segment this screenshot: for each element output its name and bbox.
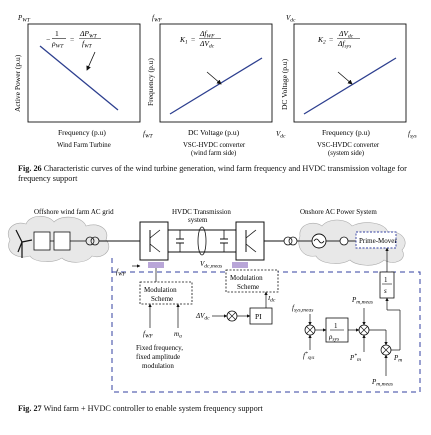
p-m-meas-label: Pm,meas [351,296,373,306]
onshore-cloud [298,219,406,266]
f-wf-label: fWF [116,268,127,278]
scheme-label-2: Scheme [237,283,259,291]
onshore-transformer-icon [283,236,298,246]
vsc-converter-wind-farm [139,221,169,261]
ylabel-2: Frequency (p.u) [146,58,155,106]
slope-arrow [206,71,222,85]
fixed-line-3: modulation [142,362,174,370]
ylabel-1: Active Power (p.u) [13,54,22,112]
ytop-1: PWT [17,14,31,24]
xend-2: Vdc [276,130,286,140]
svg-text:ΔfWF: ΔfWF [199,29,215,40]
svg-text:ρWT: ρWT [51,39,64,50]
svg-text:K1: K1 [179,35,188,46]
svg-text:1: 1 [384,276,388,284]
prime-mover-label: Prime-Mover [359,237,397,245]
label-hvdc-system: system [188,216,208,224]
modulation-label-1: Modulation [144,286,177,294]
i-dc-label: Idc [267,295,276,304]
subcaption-2a: VSC-HVDC converter [183,142,246,149]
dc-link [168,226,236,256]
p-m-label: Pm [393,354,402,364]
xend-1: fWT [143,130,154,140]
svg-text:Δfsys: Δfsys [337,39,351,50]
svg-text:ρsys: ρsys [328,333,339,343]
fig26-caption-label: Fig. 26 [18,164,42,173]
svg-text:=: = [191,35,195,44]
fig26-caption-text: Characteristic curves of the wind turbin… [18,164,407,183]
svg-text:=: = [329,35,333,44]
svg-text:ΔPWT: ΔPWT [79,29,98,40]
modulation-scheme-wind-farm [139,281,193,305]
label-onshore: Onshore AC Power System [300,208,377,216]
slope-arrow [86,51,96,71]
ytop-3: Vdc [286,14,296,24]
label-hvdc: HVDC Transmission [172,208,231,216]
fig27-caption: Fig. 27 Wind farm + HVDC controller to e… [18,404,418,414]
p-m-meas2-label: Pm,meas [371,378,393,388]
subcaption-3a: VSC-HVDC converter [317,142,380,149]
modulation-scheme-system [225,269,279,293]
fixed-line-2: fixed amplitude [136,353,180,361]
label-offshore: Offshore wind farm AC grid [34,208,114,216]
equation-3: K2 = ΔVdc Δfsys [317,29,360,50]
f-sys-meas-label: fsys,meas [292,304,313,314]
equation-2: K1 = ΔfWF ΔVdc [179,29,221,50]
fig26-caption: Fig. 26 Characteristic curves of the win… [18,164,418,184]
delta-v-dc-label: ΔVdc [195,312,210,322]
svg-text:ΔVdc: ΔVdc [338,29,354,40]
ytop-2: fWF [152,14,163,24]
equation-1: − 1 ρWT = ΔPWT fWT [46,29,101,50]
characteristic-line [169,57,263,115]
svg-text:−: − [46,35,50,44]
svg-text:=: = [70,35,74,44]
subcaption-3b: (system side) [328,150,364,157]
svg-text:fWT: fWT [82,39,93,50]
prime-mover-box [355,231,397,249]
slope-arrow [337,71,353,85]
subcaption-1: Wind Farm Turbine [57,142,111,149]
plot-vsc-system-side [293,23,407,123]
svg-text:s: s [384,287,387,295]
characteristic-line [39,45,119,111]
scheme-label-1: Scheme [151,295,173,303]
svg-text:ΔVdc: ΔVdc [199,39,215,50]
v-dc-meas-label: Vdc,meas [200,260,222,270]
svg-text:1: 1 [334,322,338,330]
svg-text:K2: K2 [317,35,326,46]
xlabel-1: Frequency (p.u) [58,128,106,137]
svg-text:1: 1 [55,29,59,38]
fixed-line-1: Fixed frequency, [136,344,183,352]
subcaption-2b: (wind farm side) [191,150,236,157]
xend-3: fsys [408,130,417,140]
xlabel-3: Frequency (p.u) [322,128,370,137]
fig27-controller-diagram: Offshore wind farm AC grid HVDC Transmis… [7,208,421,393]
generator-icon [339,236,349,246]
xlabel-2: DC Voltage (p.u) [188,128,240,137]
vsc-converter-system [235,221,265,261]
plot-vsc-wind-farm-side [159,23,273,123]
fig26-characteristic-plots: − 1 ρWT = ΔPWT fWT K1 = ΔfWF ΔVdc K2 = Δ… [13,14,417,157]
fig27-caption-label: Fig. 27 [18,404,42,413]
fig27-caption-text: Wind farm + HVDC controller to enable sy… [43,404,263,413]
p-m-ref-label: P*m [349,353,361,363]
f-wf-input: fWF [143,330,154,340]
characteristic-line [303,57,397,115]
m-a-input: ma [174,330,182,340]
turbine-converter [33,231,100,251]
ylabel-3: DC Voltage (p.u) [280,58,289,110]
wind-turbine-icon [15,229,33,258]
modulation-label-2: Modulation [230,274,263,282]
plot-wind-farm-turbine [27,23,141,123]
pi-label: PI [255,312,262,321]
f-sys-ref-label: f*sys [303,351,314,361]
